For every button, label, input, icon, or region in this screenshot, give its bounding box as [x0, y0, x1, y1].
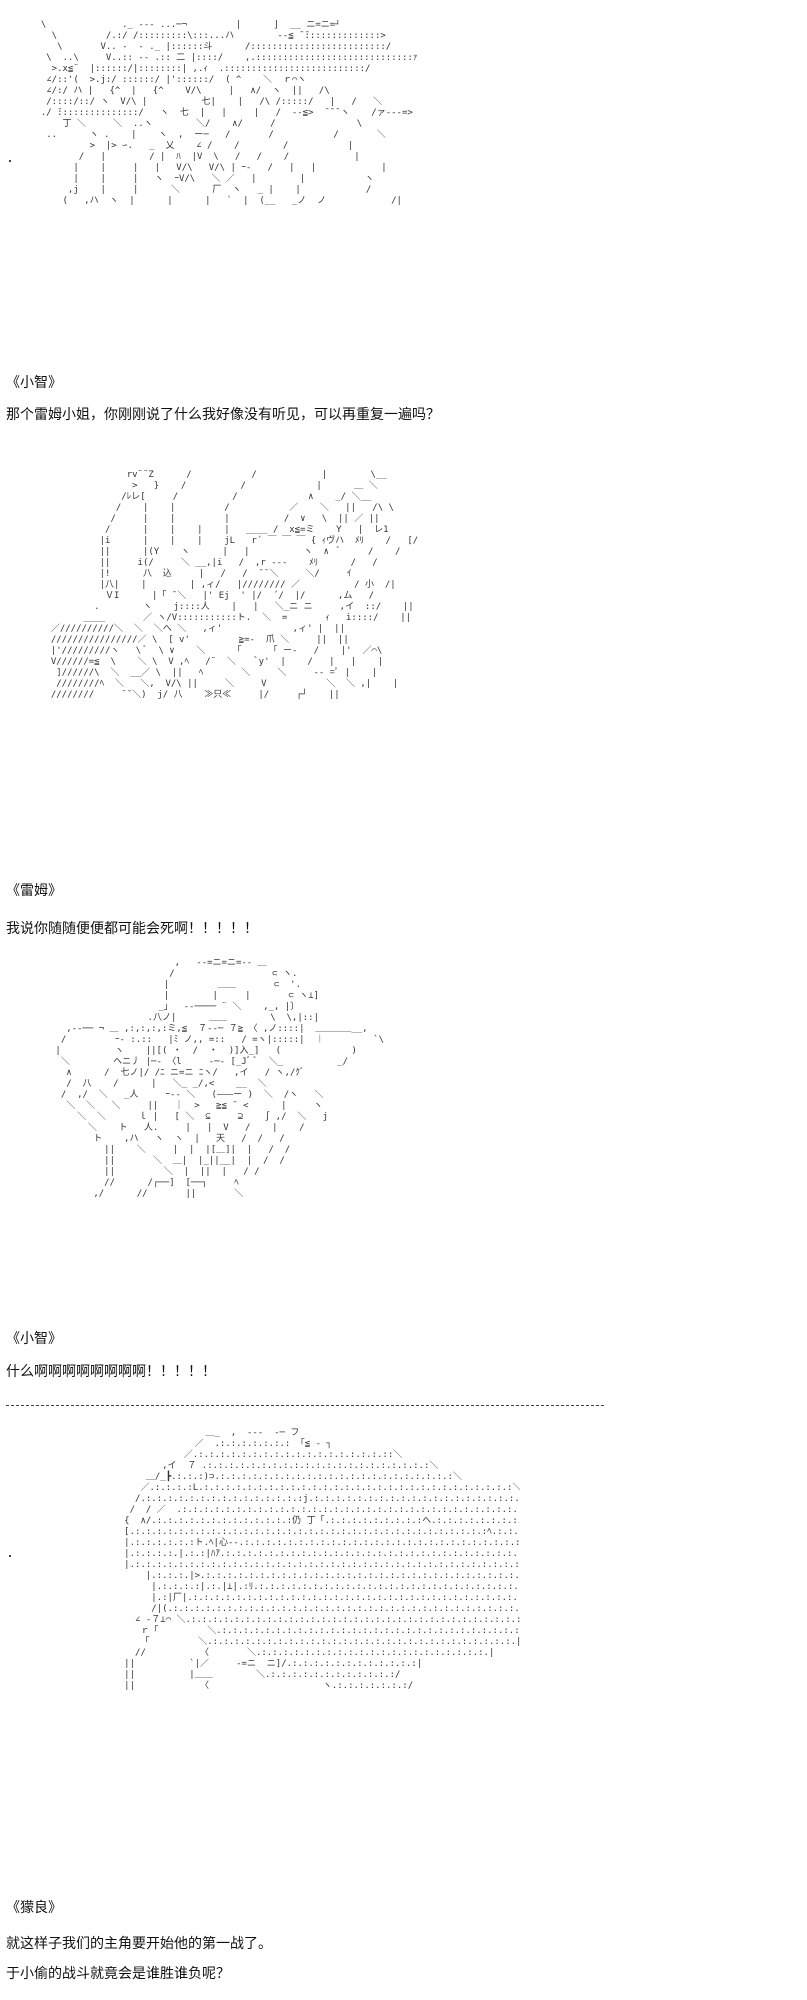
speaker-label: 《獴良》 — [6, 1900, 62, 1916]
dialogue-line: 那个雷姆小姐，你刚刚说了什么我好像没有听见，可以再重复一遍吗？ — [6, 407, 440, 423]
speaker-label: 《小智》 — [6, 375, 62, 391]
speaker-label: 《小智》 — [6, 1331, 62, 1347]
dialogue-line: 我说你随随便便都可能会死啊！！！！！ — [6, 921, 258, 937]
dashed-divider — [6, 1405, 604, 1406]
dialogue-line: 就这样子我们的主角要开始他的第一战了。 — [6, 1936, 272, 1952]
ascii-art-satoshi-2: , -‐=ニ=ニ=-‐ ＿ / ⊂ ヽ. | ＿＿ ⊂ '. | | | ⊂ ヽ… — [55, 958, 385, 1199]
ascii-art-satoshi-1: \ ._ ‐‐‐ ...─¬ | ∫ __ ニ=ニ=┘ \ /.:/ /::::… — [40, 20, 418, 206]
ascii-art-thief: ＿_ , -‐‐ ‐─ フ ／ .:.:.:.:.:.:.: 「≦ ‐ ┐ ／.… — [124, 1428, 520, 1691]
dialogue-line: 什么啊啊啊啊啊啊啊啊！！！！！ — [6, 1364, 216, 1380]
margin-dot — [9, 1555, 11, 1557]
dialogue-line: 于小偷的战斗就竟会是谁胜谁负呢？ — [6, 1966, 230, 1982]
margin-dot — [9, 160, 11, 162]
ascii-art-rem: rv¨¨Z / / | \__ > } / / | ＿ ＼ /ﾚレ[ / / ∧… — [50, 470, 419, 700]
speaker-label: 《雷姆》 — [6, 883, 62, 899]
